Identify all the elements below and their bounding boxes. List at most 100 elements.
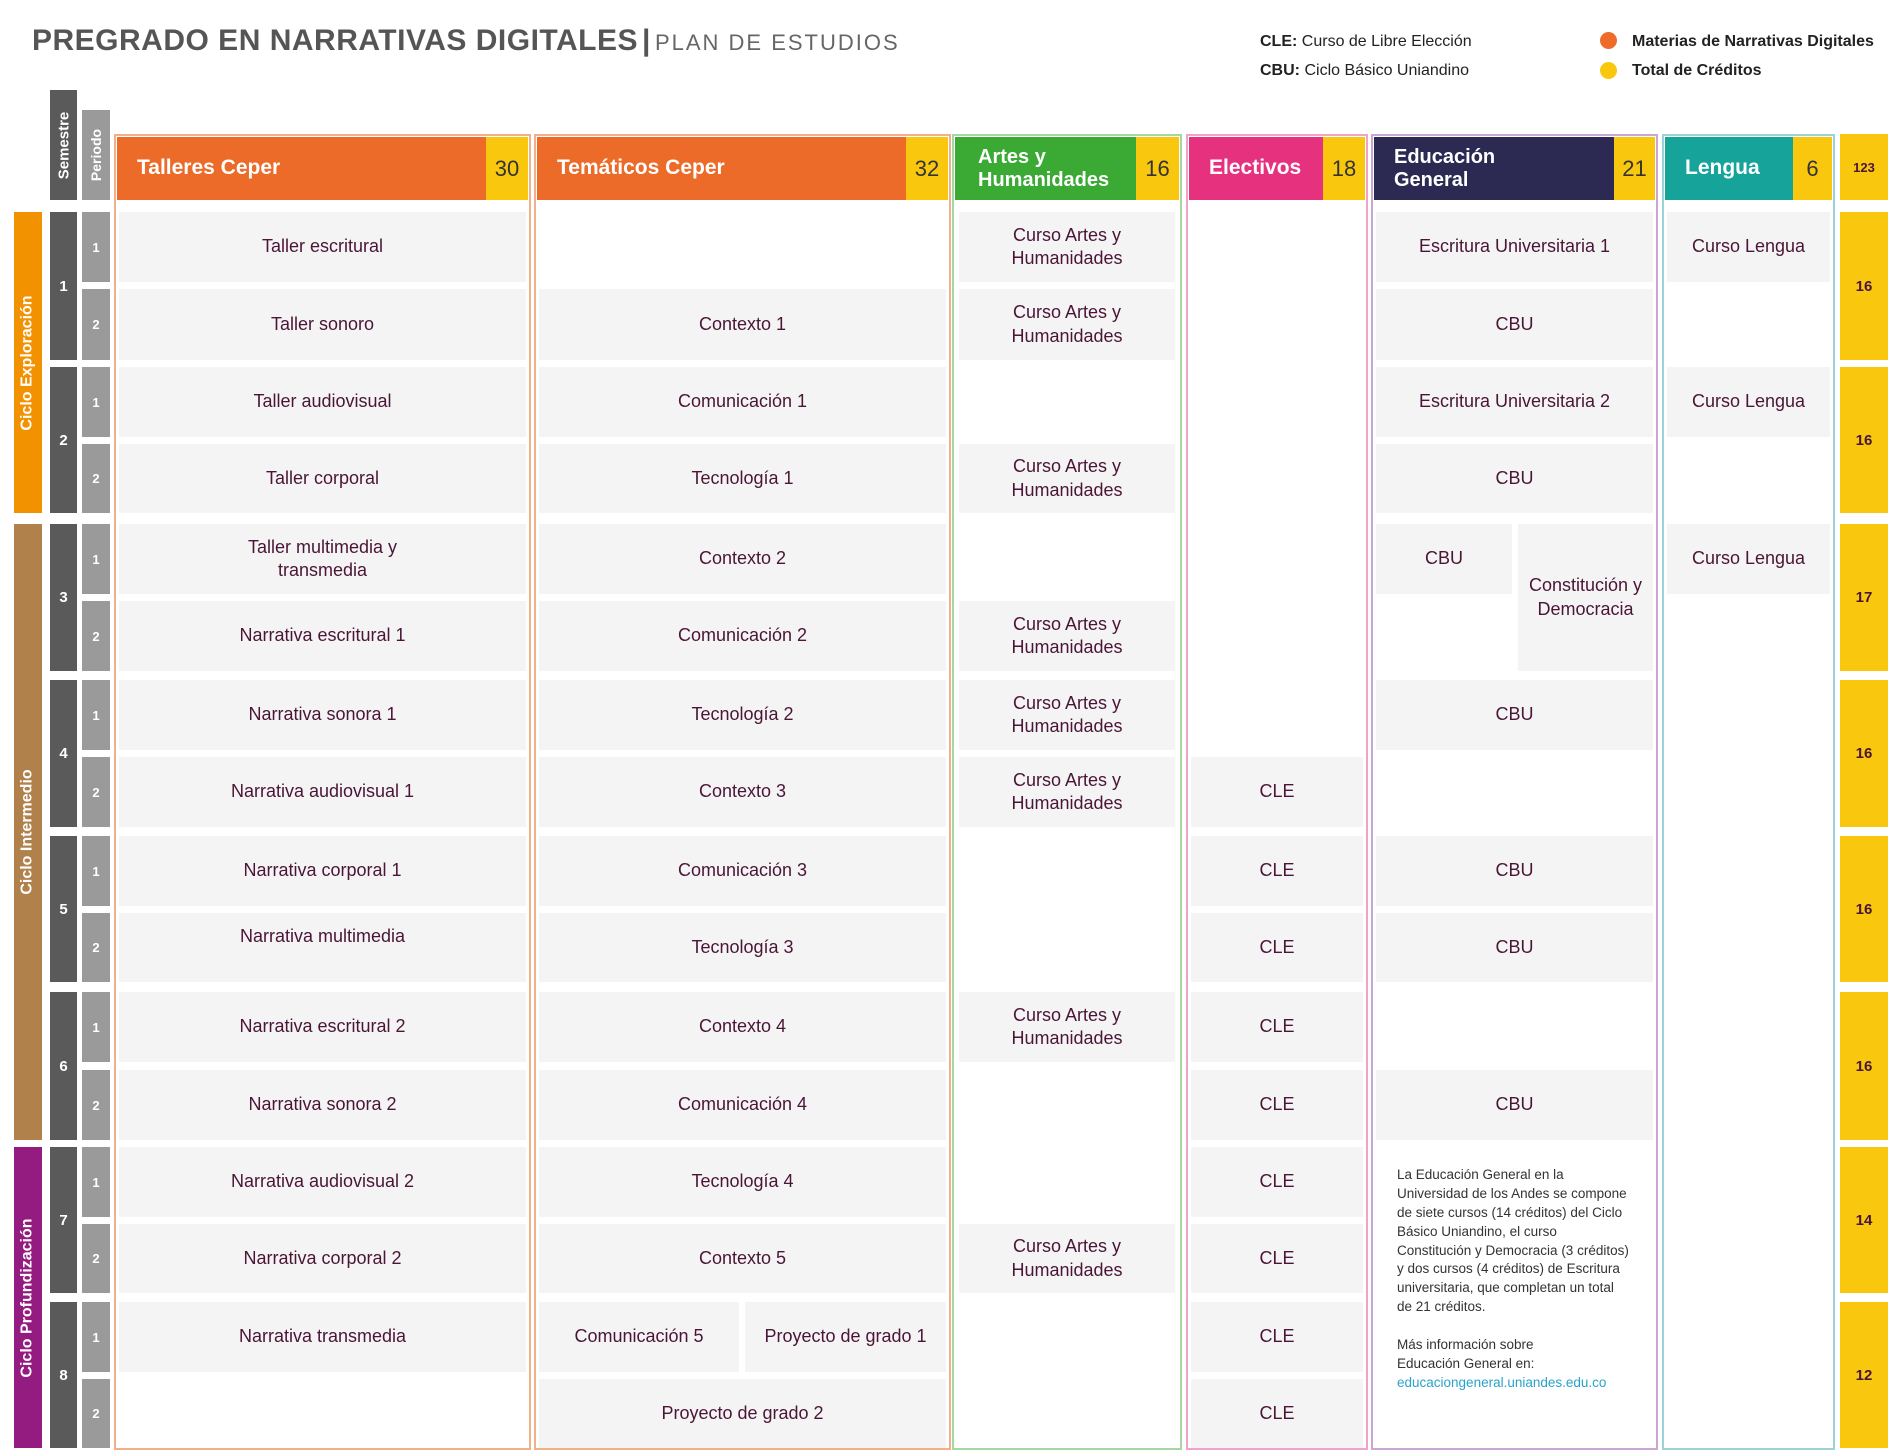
course-cell: Contexto 1 [539, 289, 946, 360]
title-separator: | [642, 24, 651, 57]
course-cell: CBU [1376, 444, 1653, 513]
course-cell: Taller escritural [119, 212, 526, 282]
period-cell: 1 [82, 992, 110, 1062]
course-cell: Contexto 3 [539, 757, 946, 827]
course-cell: Contexto 4 [539, 992, 946, 1062]
course-cell: Narrativa corporal 2 [119, 1224, 526, 1293]
course-cell: Comunicación 2 [539, 601, 946, 671]
credits-tematicos: 32 [906, 137, 948, 200]
semester-total: 16 [1840, 680, 1888, 827]
course-cell: Tecnología 2 [539, 680, 946, 750]
course-cell: Constitución y Democracia [1518, 524, 1653, 671]
course-cell: Comunicación 5 [539, 1302, 739, 1372]
course-cell: Escritura Universitaria 1 [1376, 212, 1653, 282]
course-cell: CBU [1376, 524, 1512, 594]
course-cell: Curso Artes y Humanidades [959, 444, 1175, 513]
semester-total: 16 [1840, 992, 1888, 1140]
course-cell: CBU [1376, 1070, 1653, 1140]
period-cell: 1 [82, 836, 110, 906]
course-cell: Taller corporal [119, 444, 526, 513]
course-cell: Taller audiovisual [119, 367, 526, 437]
column-lengua [1662, 134, 1835, 1450]
course-cell: CLE [1191, 836, 1363, 906]
period-cell: 2 [82, 1224, 110, 1293]
legend-key-creditos: Total de Créditos [1632, 62, 1762, 79]
edu-note: La Educación General en la Universidad d… [1397, 1166, 1632, 1393]
course-cell: Proyecto de grado 1 [745, 1302, 946, 1372]
yellow-dot-icon [1600, 62, 1617, 79]
semester-total: 17 [1840, 524, 1888, 671]
course-cell: Comunicación 4 [539, 1070, 946, 1140]
header-edu: Educación General [1374, 137, 1614, 200]
semester-4: 4 [50, 680, 77, 827]
period-cell: 2 [82, 444, 110, 513]
semester-8: 8 [50, 1302, 77, 1448]
legend-cle: CLE: Curso de Libre Elección [1260, 33, 1472, 51]
period-cell: 2 [82, 601, 110, 671]
column-artes [952, 134, 1182, 1450]
semestre-header: Semestre [50, 90, 77, 200]
course-cell: CLE [1191, 1302, 1363, 1372]
period-cell: 2 [82, 913, 110, 982]
column-tematicos [534, 134, 951, 1450]
course-cell: Narrativa escritural 2 [119, 992, 526, 1062]
course-cell: Comunicación 1 [539, 367, 946, 437]
legend-cbu: CBU: Ciclo Básico Uniandino [1260, 62, 1469, 80]
course-cell: Narrativa sonora 2 [119, 1070, 526, 1140]
period-cell: 2 [82, 757, 110, 827]
course-cell: Curso Lengua [1667, 212, 1830, 282]
cycle-intermedio: Ciclo Intermedio [14, 524, 42, 1140]
course-cell: Contexto 5 [539, 1224, 946, 1293]
course-cell: CLE [1191, 1070, 1363, 1140]
edu-note-link[interactable]: educaciongeneral.uniandes.edu.co [1397, 1374, 1607, 1390]
credits-lengua: 6 [1793, 137, 1832, 200]
legend-cle-abbr: CLE: [1260, 33, 1298, 50]
course-cell: CBU [1376, 836, 1653, 906]
course-cell: Proyecto de grado 2 [539, 1379, 946, 1448]
course-cell: Curso Lengua [1667, 524, 1830, 594]
semester-5: 5 [50, 836, 77, 982]
course-cell: Narrativa audiovisual 1 [119, 757, 526, 827]
legend-cbu-abbr: CBU: [1260, 62, 1300, 79]
period-cell: 1 [82, 1302, 110, 1372]
title-main: PREGRADO EN NARRATIVAS DIGITALES [32, 24, 639, 57]
legend-cle-text: Curso de Libre Elección [1301, 33, 1472, 50]
cycle-exploracion: Ciclo Exploración [14, 212, 42, 513]
credits-edu: 21 [1614, 137, 1655, 200]
course-cell: Taller sonoro [119, 289, 526, 360]
course-cell: Curso Artes y Humanidades [959, 680, 1175, 750]
semester-total: 16 [1840, 367, 1888, 513]
title-subtitle: PLAN DE ESTUDIOS [654, 30, 900, 55]
period-cell: 1 [82, 680, 110, 750]
course-cell: CLE [1191, 1379, 1363, 1448]
semester-total: 12 [1840, 1302, 1888, 1448]
period-cell: 2 [82, 289, 110, 360]
course-cell: CLE [1191, 992, 1363, 1062]
course-cell: Escritura Universitaria 2 [1376, 367, 1653, 437]
course-cell: Curso Artes y Humanidades [959, 757, 1175, 827]
header-talleres: Talleres Ceper [117, 137, 486, 200]
course-cell: CLE [1191, 913, 1363, 982]
period-cell: 1 [82, 367, 110, 437]
course-cell: Curso Artes y Humanidades [959, 992, 1175, 1062]
period-cell: 1 [82, 1147, 110, 1217]
course-cell: Curso Artes y Humanidades [959, 212, 1175, 282]
header-lengua: Lengua [1665, 137, 1793, 200]
header-artes: Artes y Humanidades [955, 137, 1136, 200]
semester-7: 7 [50, 1147, 77, 1293]
credits-talleres: 30 [486, 137, 528, 200]
column-edu [1371, 134, 1658, 1450]
total-credits: 123 [1840, 134, 1888, 200]
header-electivos: Electivos [1189, 137, 1323, 200]
course-cell: Narrativa sonora 1 [119, 680, 526, 750]
course-cell: CLE [1191, 1224, 1363, 1293]
semester-total: 16 [1840, 212, 1888, 360]
semester-total: 16 [1840, 836, 1888, 982]
period-cell: 1 [82, 212, 110, 282]
course-cell: Curso Artes y Humanidades [959, 1224, 1175, 1293]
header-tematicos: Temáticos Ceper [537, 137, 906, 200]
semester-3: 3 [50, 524, 77, 671]
column-talleres [114, 134, 531, 1450]
periodo-header: Periodo [82, 110, 110, 200]
column-electivos [1186, 134, 1368, 1450]
